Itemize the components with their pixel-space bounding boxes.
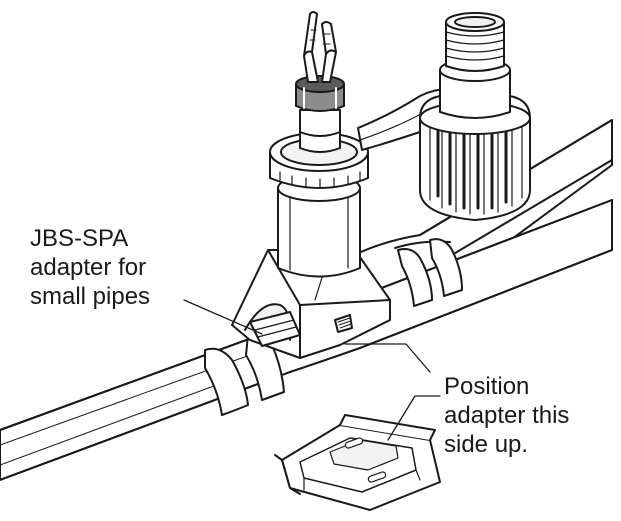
- adapter-clip: [249, 311, 353, 347]
- pipe-band-right: [397, 238, 463, 307]
- cable-gland: [419, 12, 531, 221]
- position-callout-label: Position adapter this side up.: [444, 373, 570, 458]
- adapter-callout-label: JBS-SPA adapter for small pipes: [30, 225, 151, 310]
- leader-line-position: [387, 395, 441, 441]
- adapter-plate: [274, 414, 441, 511]
- junction-column: [269, 118, 369, 278]
- leader-line-adapter: [183, 299, 263, 335]
- cable-bundle: [295, 75, 345, 137]
- cable-wires: [303, 11, 337, 83]
- leader-line-under: [344, 343, 431, 373]
